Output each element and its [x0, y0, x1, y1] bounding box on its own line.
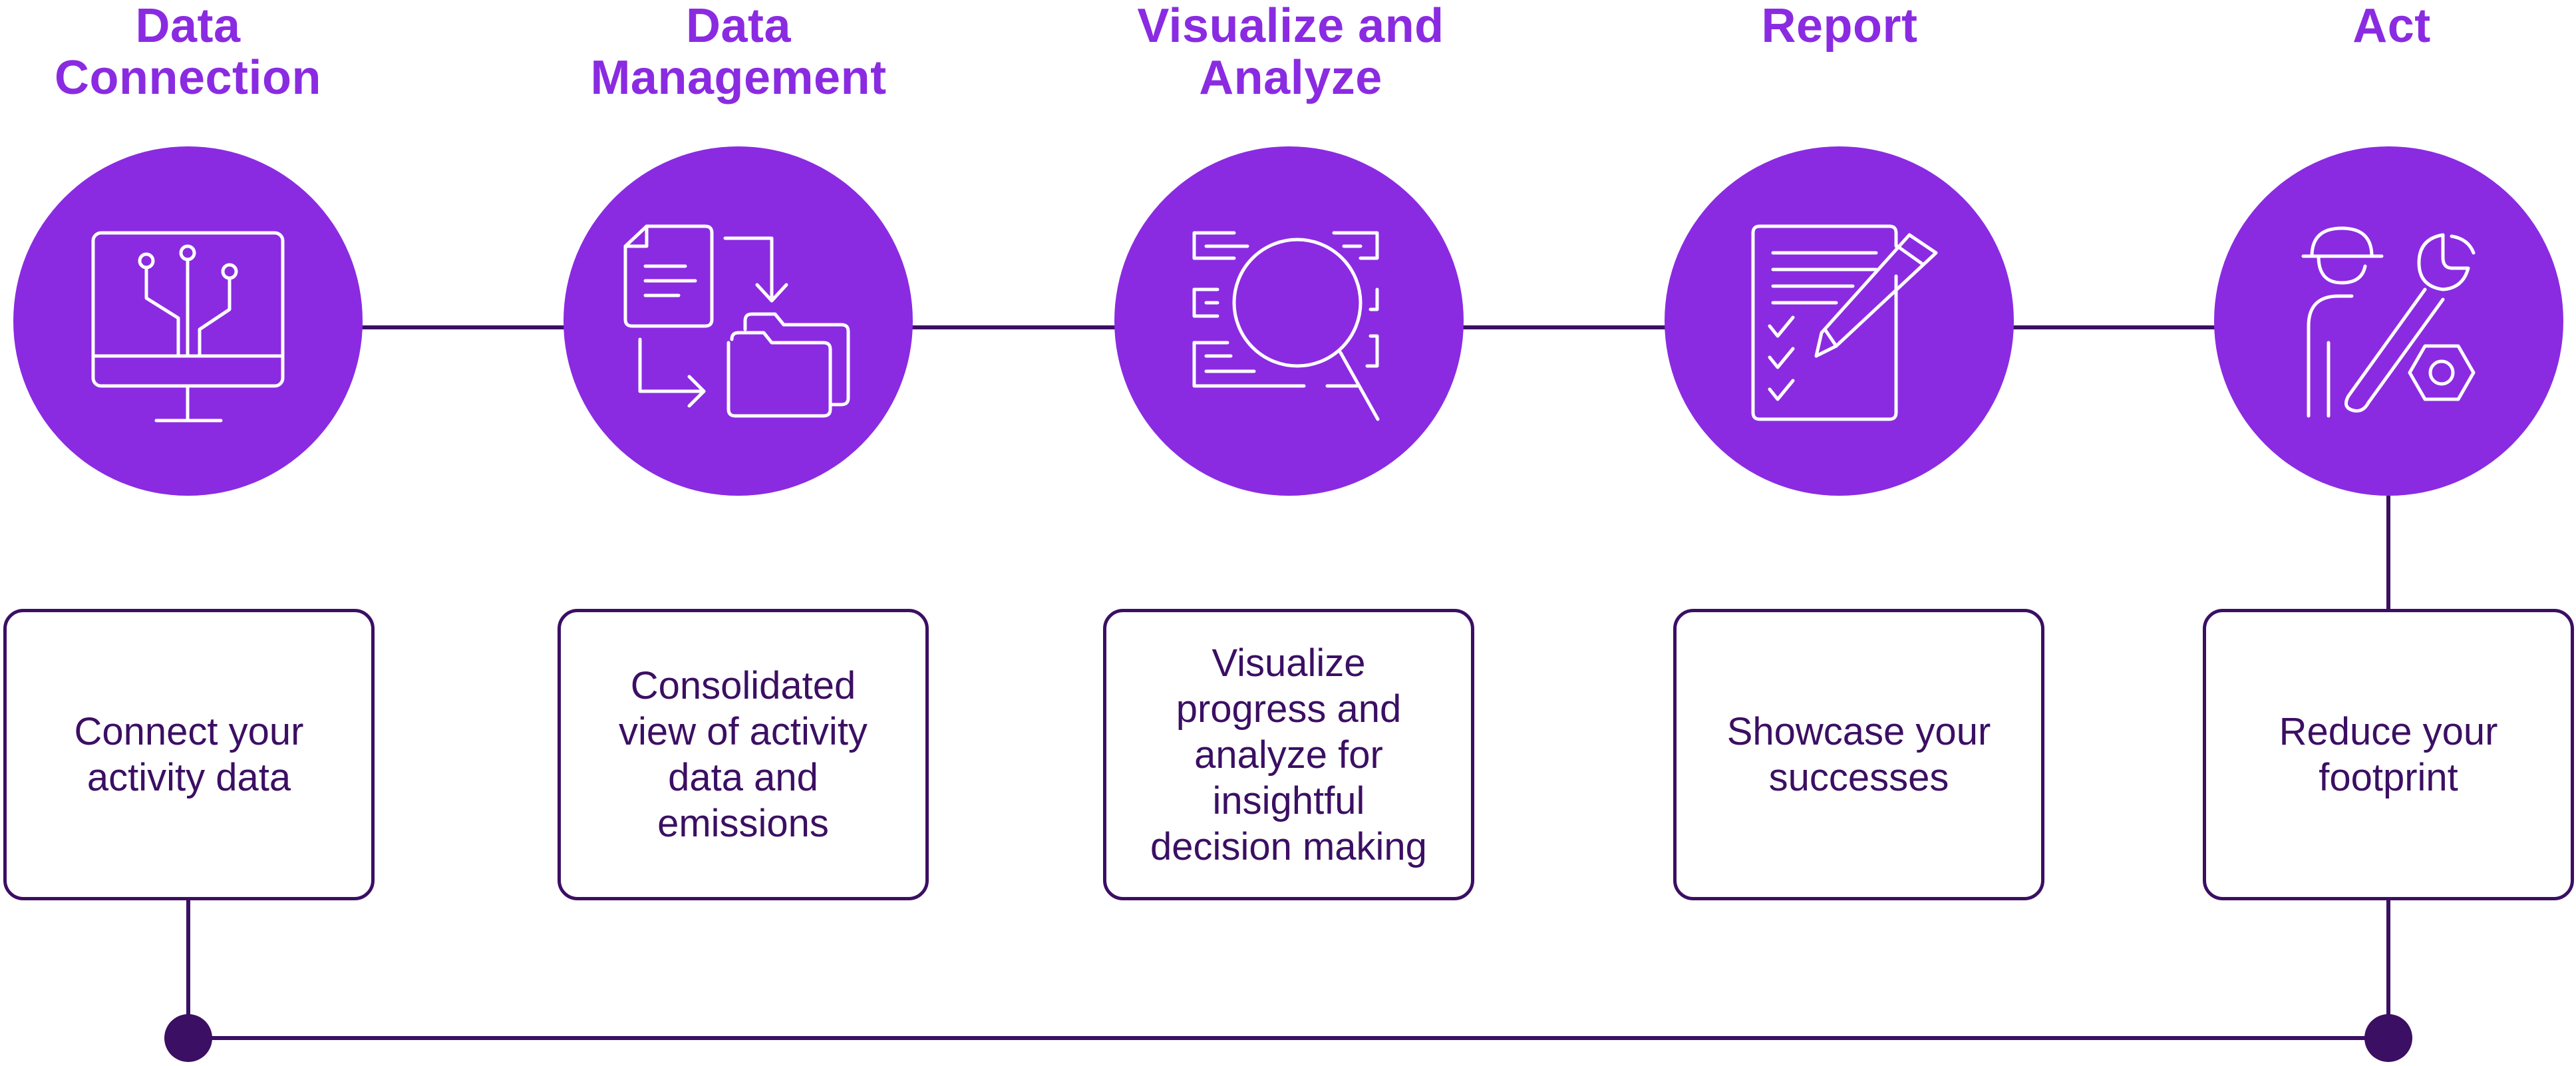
stage-description-report: Showcase your successes — [1726, 710, 1991, 799]
stage-circle-data-management — [564, 146, 913, 496]
stage-description-act: Reduce your footprint — [2279, 710, 2498, 799]
stage-title-report: Report — [1761, 0, 1918, 53]
worker-tools-icon — [2301, 226, 2476, 418]
stage-circle-visualize-analyze — [1114, 146, 1464, 496]
monitor-circuit-icon — [91, 231, 285, 423]
right-end-dot — [2364, 1014, 2412, 1062]
stage-title-data-management: Data Management — [590, 0, 887, 104]
stage-description-data-management: Consolidated view of activity data and e… — [619, 664, 868, 845]
stage-description-data-connection: Connect your activity data — [74, 710, 304, 799]
stage-circle-report — [1665, 146, 2014, 496]
checklist-pencil-icon — [1751, 224, 1938, 421]
stage-description-visualize-analyze: Visualize progress and analyze for insig… — [1150, 641, 1427, 868]
magnifier-document-icon — [1192, 231, 1380, 421]
stage-title-data-connection: Data Connection — [55, 0, 321, 104]
stage-title-act: Act — [2352, 0, 2431, 53]
stage-box-act: Reduce your footprint — [2203, 609, 2574, 900]
stage-box-data-management: Consolidated view of activity data and e… — [558, 609, 929, 900]
left-end-dot — [164, 1014, 212, 1062]
stage-box-data-connection: Connect your activity data — [3, 609, 375, 900]
stage-circle-act — [2214, 146, 2563, 496]
stage-box-report: Showcase your successes — [1673, 609, 2044, 900]
stage-title-visualize-analyze: Visualize and Analyze — [1137, 0, 1444, 104]
files-folders-icon — [623, 224, 850, 418]
stage-box-visualize-analyze: Visualize progress and analyze for insig… — [1103, 609, 1474, 900]
